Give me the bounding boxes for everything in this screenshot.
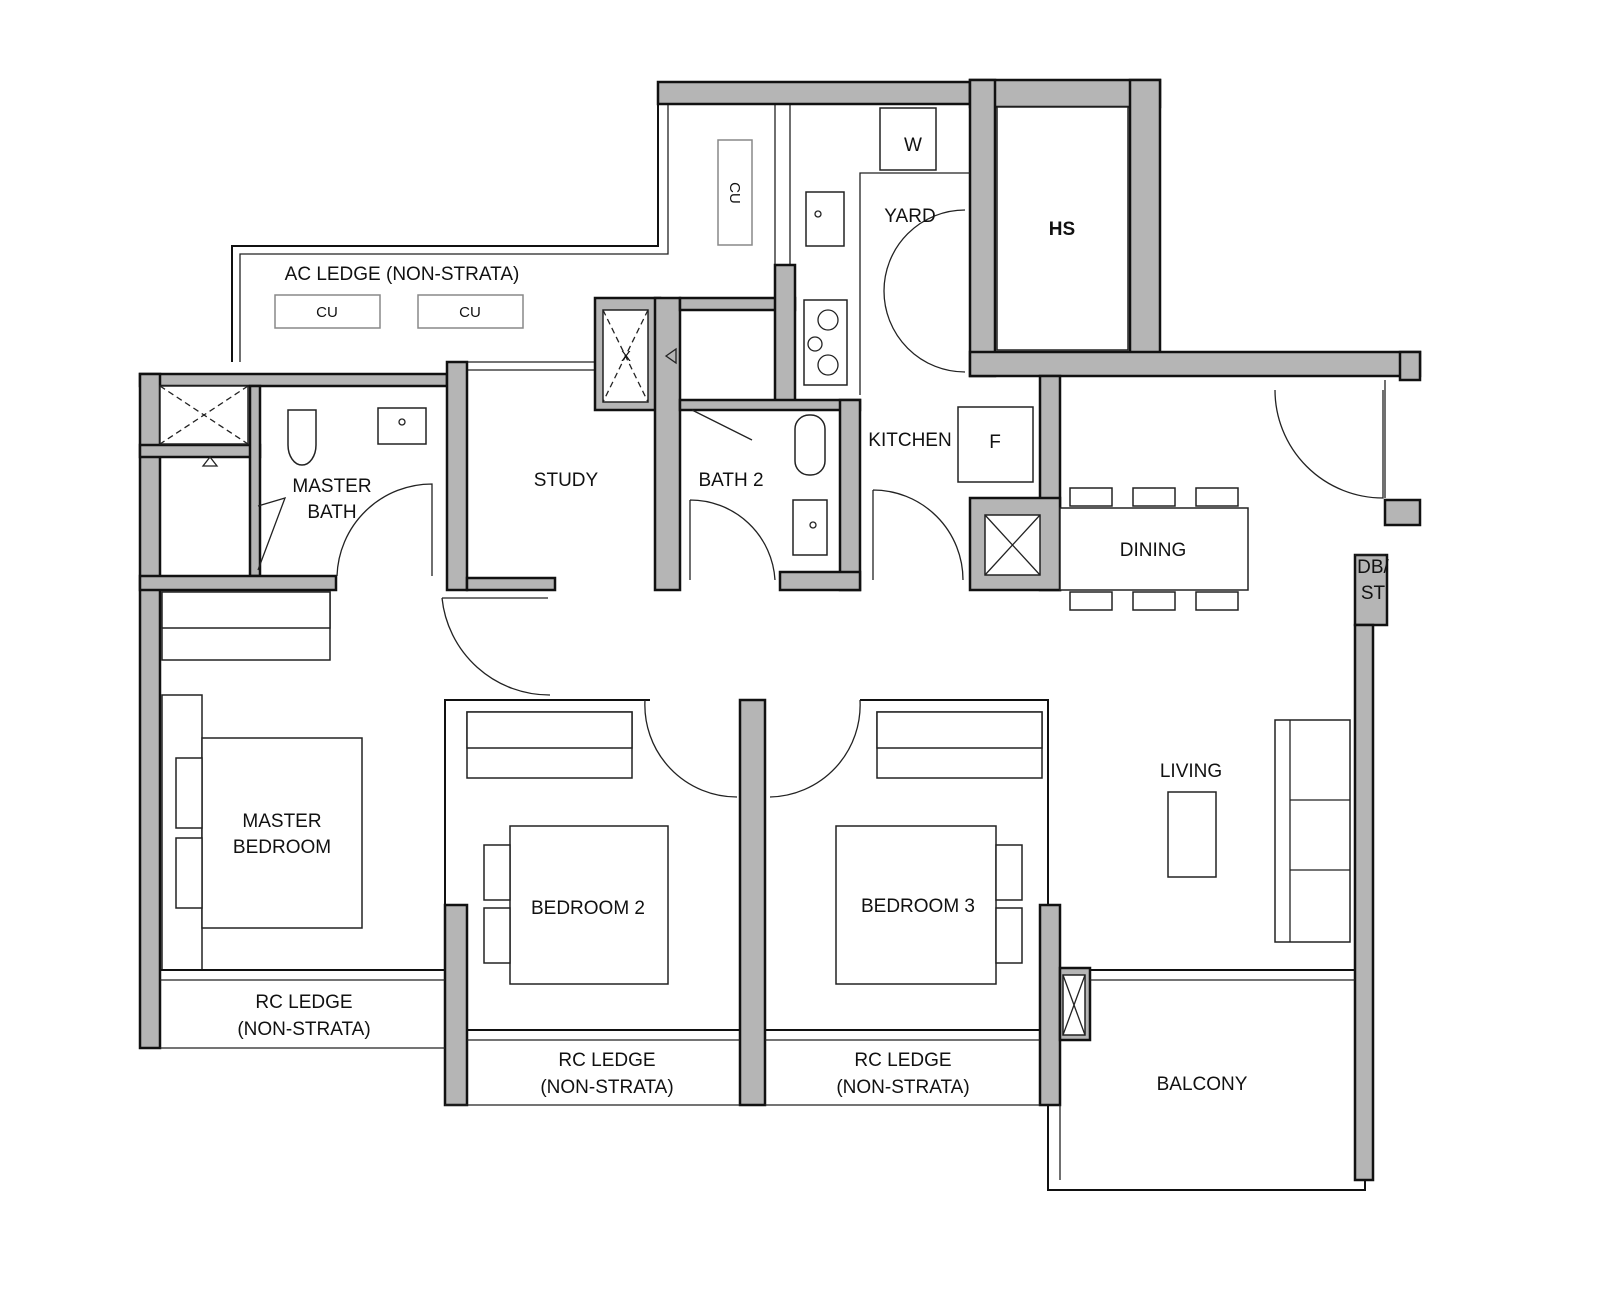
label-rc-ledge: RC LEDGE bbox=[854, 1050, 951, 1071]
label-living: LIVING bbox=[1160, 761, 1222, 782]
label-master-bedroom: BEDROOM bbox=[233, 837, 331, 858]
label-cu: CU bbox=[459, 304, 481, 321]
label-bedroom-2: BEDROOM 2 bbox=[531, 898, 645, 919]
walls bbox=[138, 78, 1422, 1182]
bedroom-3-furniture bbox=[765, 699, 1049, 1106]
master-bedroom-furniture bbox=[160, 591, 551, 1049]
kitchen-fixtures bbox=[803, 107, 1034, 483]
label-db-st: ST bbox=[1361, 583, 1386, 604]
label-master-bedroom: MASTER bbox=[242, 811, 321, 832]
label-balcony: BALCONY bbox=[1157, 1074, 1248, 1095]
label-rc-ledge: RC LEDGE bbox=[255, 992, 352, 1013]
label-yard: YARD bbox=[884, 206, 935, 227]
label-shaft-x: X bbox=[621, 348, 631, 365]
condenser-units bbox=[274, 139, 753, 329]
household-shelter bbox=[996, 106, 1129, 351]
label-rc-ledge: RC LEDGE bbox=[558, 1050, 655, 1071]
dining-table bbox=[1059, 380, 1386, 611]
label-rc-ledge: (NON-STRATA) bbox=[237, 1019, 370, 1040]
label-master-bath: BATH bbox=[307, 502, 356, 523]
label-db-st: DB/ bbox=[1357, 557, 1389, 578]
balcony-outline bbox=[1047, 969, 1366, 1191]
bedroom-2-furniture bbox=[444, 699, 740, 1106]
label-cu: CU bbox=[316, 304, 338, 321]
label-hs: HS bbox=[1049, 219, 1075, 240]
label-bath-2: BATH 2 bbox=[698, 470, 763, 491]
service-shafts bbox=[159, 309, 1086, 1036]
bathroom-fixtures bbox=[257, 407, 964, 581]
label-kitchen: KITCHEN bbox=[868, 430, 951, 451]
living-furniture bbox=[1167, 719, 1351, 943]
label-bedroom-3: BEDROOM 3 bbox=[861, 896, 975, 917]
triangle-markers bbox=[201, 347, 677, 467]
label-rc-ledge: (NON-STRATA) bbox=[836, 1077, 969, 1098]
label-ac-ledge: AC LEDGE (NON-STRATA) bbox=[285, 264, 520, 285]
label-master-bath: MASTER bbox=[292, 476, 371, 497]
label-rc-ledge: (NON-STRATA) bbox=[540, 1077, 673, 1098]
label-cu: CU bbox=[726, 182, 743, 204]
label-w: W bbox=[904, 135, 922, 156]
label-study: STUDY bbox=[534, 470, 599, 491]
label-dining: DINING bbox=[1120, 540, 1187, 561]
ac-ledge-outline bbox=[231, 104, 791, 371]
room-labels: AC LEDGE (NON-STRATA) CU CU CU W YARD HS… bbox=[233, 135, 1390, 1098]
label-fridge: F bbox=[989, 432, 1001, 453]
